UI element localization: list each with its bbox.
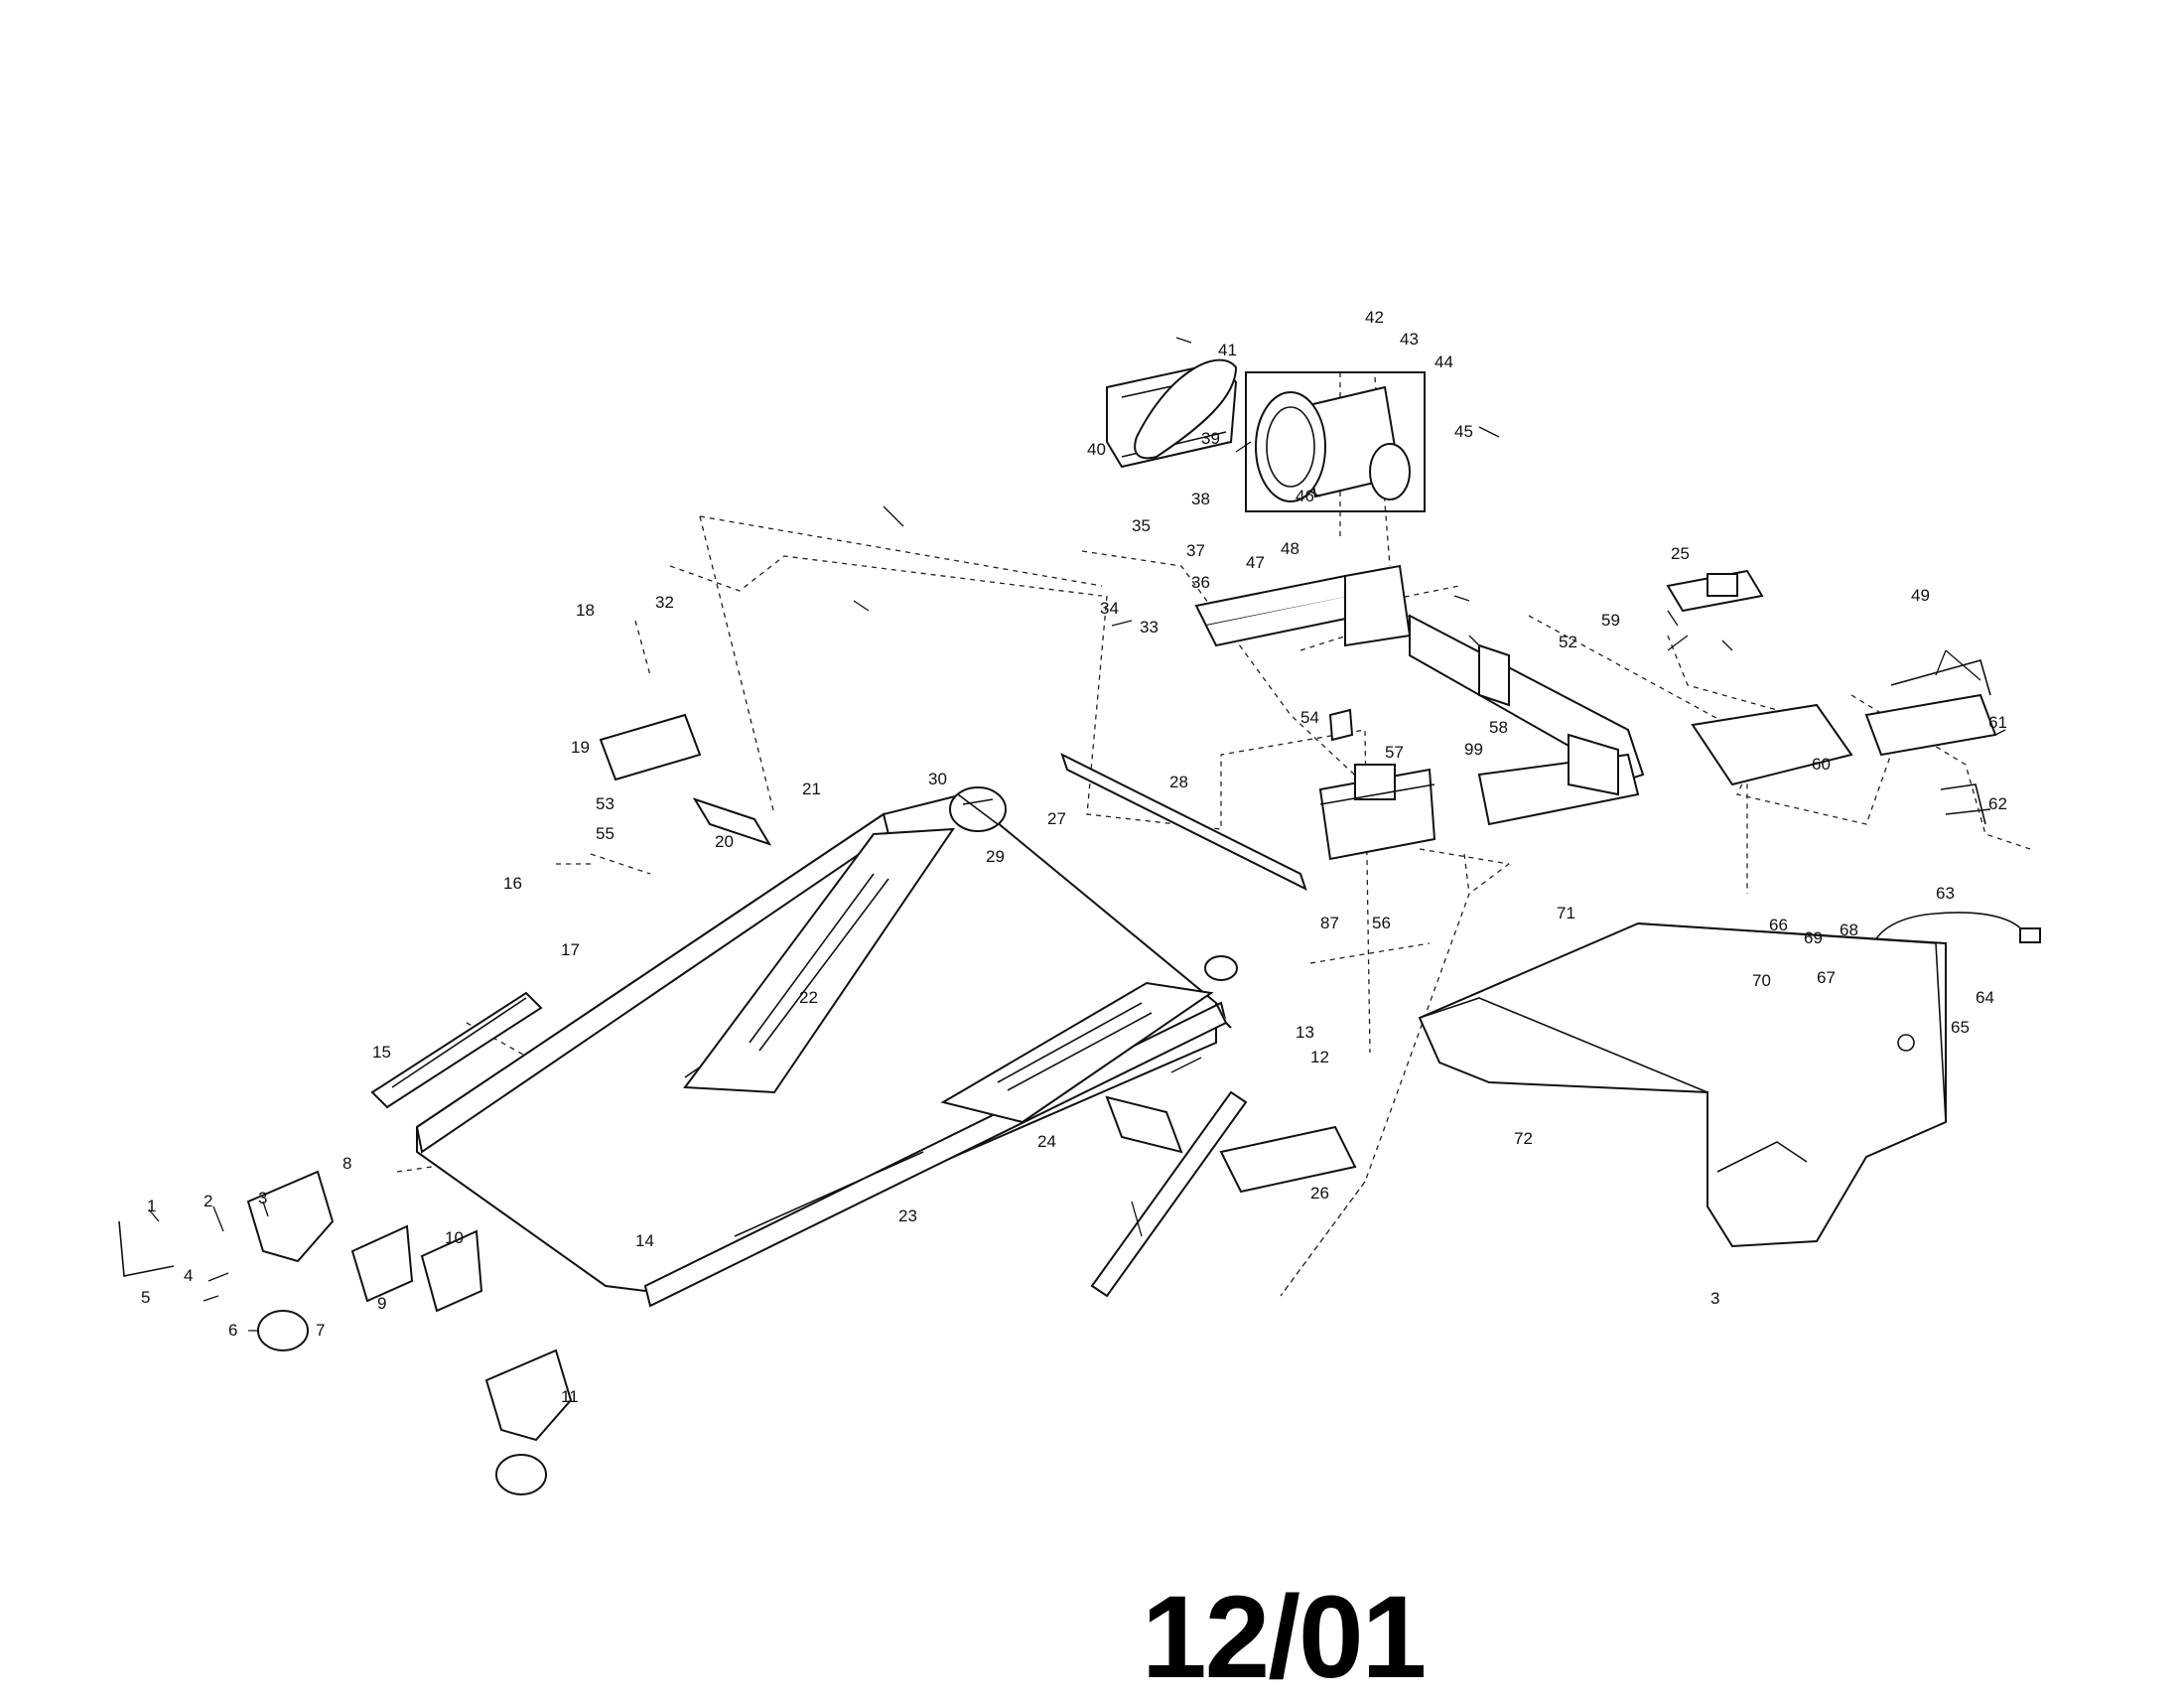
callout-15: 15 [372, 1043, 391, 1062]
callout-58: 58 [1489, 718, 1508, 737]
callout-64: 64 [1976, 988, 1994, 1007]
callout-48: 48 [1281, 539, 1299, 558]
callout-39: 39 [1201, 429, 1220, 448]
callout-11: 11 [561, 1387, 579, 1406]
callout-36: 36 [1191, 573, 1210, 592]
callout-10: 10 [445, 1228, 464, 1247]
callout-12: 12 [1310, 1048, 1329, 1066]
callout-25: 25 [1671, 544, 1690, 563]
callout-69: 69 [1804, 928, 1823, 947]
callout-1: 1 [147, 1197, 156, 1215]
callout-26: 26 [1310, 1184, 1329, 1203]
callout-24: 24 [1037, 1132, 1056, 1151]
callout-20: 20 [715, 832, 734, 851]
callout-5: 5 [141, 1288, 150, 1307]
callout-30: 30 [928, 770, 947, 788]
hex-key-tool [118, 1220, 175, 1277]
callout-7: 7 [316, 1321, 325, 1340]
callout-labels: 1 2 3 4 5 6 7 8 9 10 11 12 13 14 15 16 1… [141, 308, 2007, 1406]
callout-99: 99 [1464, 740, 1483, 759]
callout-33: 33 [1140, 618, 1159, 637]
callout-13: 13 [1296, 1023, 1314, 1042]
callout-2: 2 [204, 1192, 212, 1210]
callout-18: 18 [576, 601, 595, 620]
callout-21: 21 [802, 780, 821, 798]
lift-motor [1318, 708, 1436, 861]
callout-72: 72 [1514, 1129, 1533, 1148]
motor-shroud [1418, 922, 1947, 1248]
end-cap-covers [350, 1224, 483, 1313]
callout-61: 61 [1988, 713, 2007, 732]
callout-16: 16 [503, 874, 522, 893]
callout-22: 22 [799, 988, 818, 1007]
callout-29: 29 [986, 847, 1005, 866]
callout-52: 52 [1559, 633, 1577, 651]
right-rail-assembly [940, 981, 1214, 1124]
callout-23: 23 [898, 1206, 917, 1225]
controller-boards [1666, 569, 1997, 786]
callout-3: 3 [258, 1189, 267, 1207]
front-left-end-cap [246, 1170, 335, 1351]
callout-14: 14 [635, 1231, 654, 1250]
callout-34: 34 [1100, 599, 1119, 618]
callout-8: 8 [342, 1154, 351, 1173]
callout-6: 6 [228, 1321, 237, 1340]
callout-87: 87 [1320, 914, 1339, 932]
callout-9: 9 [377, 1294, 386, 1313]
side-rail-bar [1060, 753, 1307, 1298]
callout-28: 28 [1169, 773, 1188, 791]
callout-60: 60 [1812, 755, 1831, 774]
callout-4: 4 [184, 1266, 193, 1285]
left-rail-assembly [683, 827, 955, 1094]
callout-38: 38 [1191, 490, 1210, 508]
callout-47: 47 [1246, 553, 1265, 572]
callout-35: 35 [1132, 516, 1151, 535]
callout-46: 46 [1296, 487, 1314, 505]
front-right-end-cap [484, 1348, 573, 1495]
callout-43: 43 [1400, 330, 1419, 349]
callout-63: 63 [1936, 884, 1955, 903]
callout-27: 27 [1047, 809, 1066, 828]
callout-45: 45 [1454, 422, 1473, 441]
date-stamp: 12/01 [1142, 1572, 1427, 1703]
callout-66: 66 [1769, 916, 1788, 934]
upright-frame [1194, 564, 1645, 826]
drive-belt [1134, 358, 1238, 460]
callout-68: 68 [1840, 921, 1858, 939]
walking-belt-strip [370, 991, 543, 1109]
callout-40: 40 [1087, 440, 1106, 459]
callout-19: 19 [571, 738, 590, 757]
callout-32: 32 [655, 593, 674, 612]
callout-42: 42 [1365, 308, 1384, 327]
callout-65: 65 [1951, 1018, 1970, 1037]
callout-70: 70 [1752, 971, 1771, 990]
callout-67: 67 [1817, 968, 1836, 987]
callout-17: 17 [561, 940, 580, 959]
power-cord [1870, 783, 2041, 979]
callout-3-lower: 3 [1710, 1289, 1719, 1308]
callout-44: 44 [1434, 353, 1453, 371]
callout-62: 62 [1988, 794, 2007, 813]
callout-leaders [148, 337, 2006, 1332]
front-roller [949, 786, 1238, 981]
callout-59: 59 [1601, 611, 1620, 630]
callout-57: 57 [1385, 743, 1404, 762]
callout-53: 53 [596, 794, 614, 813]
callout-49: 49 [1911, 586, 1930, 605]
callout-54: 54 [1300, 708, 1319, 727]
callout-56: 56 [1372, 914, 1391, 932]
callout-37: 37 [1186, 541, 1205, 560]
rear-brackets [599, 713, 1357, 1194]
callout-41: 41 [1218, 341, 1237, 359]
callout-55: 55 [596, 824, 614, 843]
callout-71: 71 [1557, 904, 1575, 922]
